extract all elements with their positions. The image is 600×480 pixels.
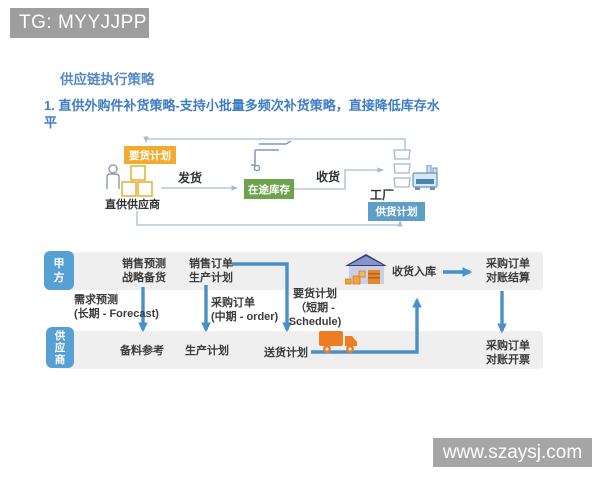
direct-supplier-label: 直供供应商 bbox=[105, 199, 160, 211]
connector-supplier-to-supply-plan bbox=[136, 211, 403, 227]
sales-forecast-line1: 销售预测 bbox=[122, 258, 166, 270]
material-reference-text: 备料参考 bbox=[120, 345, 164, 357]
demand-forecast-label: 需求预测 (长期 - Forecast) bbox=[74, 293, 159, 321]
demand-forecast-line1: 需求预测 bbox=[74, 294, 118, 306]
supply-plan-tag: 供货计划 bbox=[368, 202, 425, 221]
demand-plan-line2: （短期 - bbox=[295, 302, 335, 314]
lane-a-badge-label: 甲方 bbox=[53, 257, 65, 284]
delivery-plan-label: 送货计划 bbox=[264, 346, 308, 360]
stacked-boxes-icon bbox=[393, 149, 411, 188]
receiving-text: 收货入库 bbox=[392, 266, 436, 278]
lane-b-badge: 供应商 bbox=[46, 327, 74, 368]
sales-forecast-line2: 战略备货 bbox=[122, 272, 166, 284]
production-plan-text: 生产计划 bbox=[185, 345, 229, 357]
po-settlement-label: 采购订单 对账结算 bbox=[480, 257, 536, 285]
watermark-top: TG: MYYJJPP bbox=[10, 8, 149, 38]
po-settlement-line2: 对账结算 bbox=[486, 272, 530, 284]
receive-label: 收货 bbox=[316, 170, 341, 184]
po-invoice-line2: 对账开票 bbox=[486, 354, 530, 366]
ship-label: 发货 bbox=[178, 171, 203, 185]
sales-order-label: 销售订单 生产计划 bbox=[184, 257, 238, 285]
po-invoice-label: 采购订单 对账开票 bbox=[480, 339, 536, 367]
forklift-icon bbox=[251, 140, 292, 172]
truck-icon bbox=[319, 331, 357, 353]
page-title: 供应链执行策略 bbox=[60, 72, 155, 87]
purchase-order-line1: 采购订单 bbox=[211, 297, 255, 309]
delivery-plan-text: 送货计划 bbox=[264, 347, 308, 359]
sales-order-line1: 销售订单 bbox=[189, 258, 233, 270]
receiving-label: 收货入库 bbox=[392, 265, 436, 279]
transit-stock-tag: 在途库存 bbox=[244, 179, 294, 199]
supplier-person-icon bbox=[106, 164, 153, 197]
warehouse-icon bbox=[345, 254, 387, 285]
factory-label: 工厂 bbox=[370, 188, 395, 202]
lane-b-badge-label: 供应商 bbox=[54, 329, 66, 366]
demand-forecast-line2: (长期 - Forecast) bbox=[74, 308, 159, 320]
demand-plan-tag: 要货计划 bbox=[124, 146, 176, 164]
purchase-order-line2: (中期 - order) bbox=[211, 311, 279, 323]
sales-forecast-label: 销售预测 战略备货 bbox=[117, 257, 171, 285]
purchase-order-label: 采购订单 (中期 - order) bbox=[211, 296, 278, 324]
po-invoice-line1: 采购订单 bbox=[486, 340, 530, 352]
lane-a-badge: 甲方 bbox=[44, 251, 74, 290]
material-reference-label: 备料参考 bbox=[120, 344, 164, 358]
po-settlement-line1: 采购订单 bbox=[486, 258, 530, 270]
demand-plan-line3: Schedule) bbox=[288, 316, 342, 328]
page-subtitle: 1. 直供外购件补货策略-支持小批量多频次补货策略，直接降低库存水平 bbox=[44, 98, 440, 130]
demand-plan-line1: 要货计划 bbox=[293, 288, 337, 300]
sales-order-line2: 生产计划 bbox=[189, 272, 233, 284]
watermark-bottom: www.szaysj.com bbox=[433, 438, 592, 467]
factory-icon bbox=[412, 165, 438, 190]
production-plan-label: 生产计划 bbox=[185, 344, 229, 358]
lane-b-band bbox=[58, 331, 543, 369]
demand-plan-schedule-label: 要货计划 （短期 - Schedule) bbox=[283, 287, 347, 329]
